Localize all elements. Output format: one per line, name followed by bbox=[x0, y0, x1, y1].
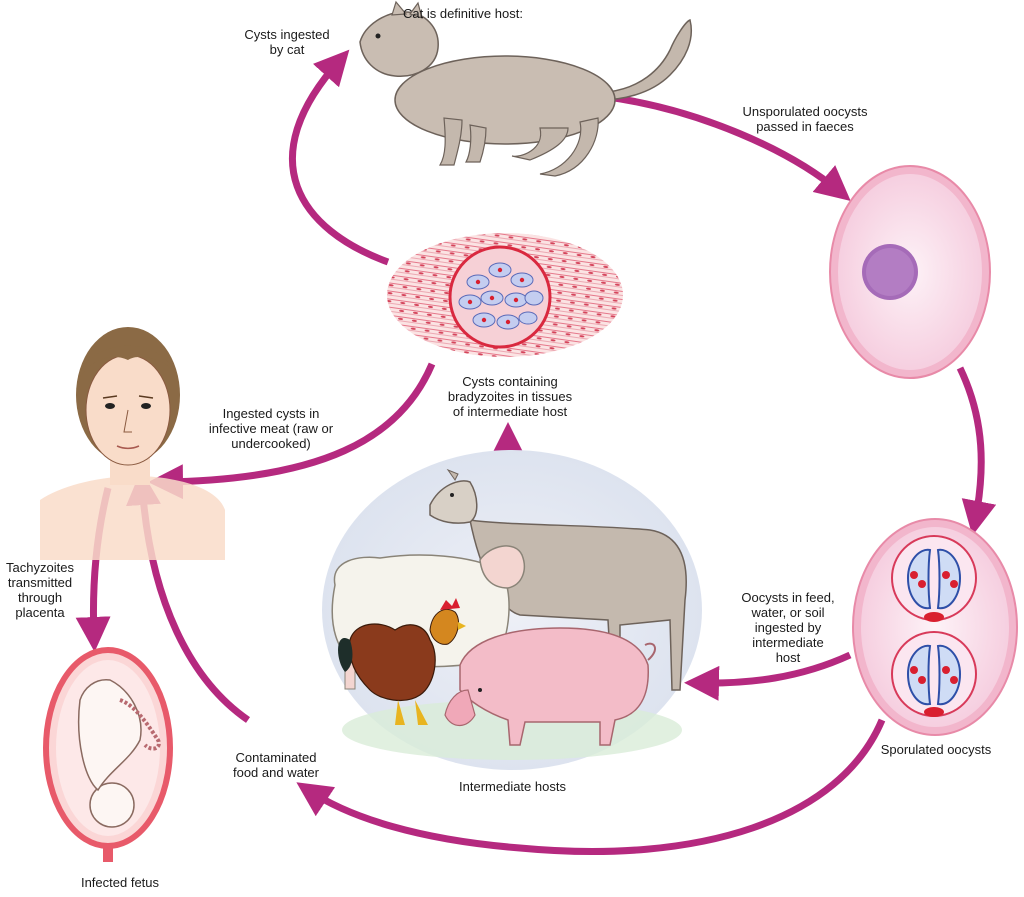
label-line: Cysts ingested bbox=[244, 27, 330, 42]
label-line: Contaminated bbox=[235, 750, 317, 765]
label-cysts-ingested-by-cat: Cysts ingested by cat bbox=[232, 27, 342, 57]
label-cat-definitive-host: Cat is definitive host: bbox=[403, 6, 523, 21]
label-line: Ingested cysts in bbox=[222, 406, 320, 421]
label-line: Oocysts in feed, bbox=[741, 590, 835, 605]
cat-illustration bbox=[359, 0, 692, 177]
label-line: ingested by bbox=[754, 620, 822, 635]
label-sporulated-oocysts: Sporulated oocysts bbox=[880, 742, 992, 757]
label-unsporulated-oocysts: Unsporulated oocysts passed in faeces bbox=[716, 104, 894, 134]
sporulated-oocyst bbox=[852, 518, 1018, 736]
label-line: water, or soil bbox=[751, 605, 825, 620]
label-line: infective meat (raw or bbox=[208, 421, 334, 436]
label-line: Tachyzoites bbox=[6, 560, 74, 575]
arrow-cat-to-oocyst bbox=[607, 93, 851, 202]
label-cysts-bradyzoites: Cysts containing bradyzoites in tissues … bbox=[420, 374, 600, 419]
label-infected-fetus: Infected fetus bbox=[80, 875, 160, 890]
pig bbox=[444, 627, 656, 746]
rooster bbox=[338, 598, 466, 725]
label-line: transmitted bbox=[7, 575, 73, 590]
label-line: host bbox=[775, 650, 801, 665]
label-intermediate-hosts: Intermediate hosts bbox=[459, 779, 566, 794]
intermediate-hosts-illustration bbox=[322, 450, 702, 770]
label-contaminated-food: Contaminated food and water bbox=[216, 750, 336, 780]
label-tachyzoites: Tachyzoites transmitted through placenta bbox=[0, 560, 80, 620]
label-line: through bbox=[17, 590, 63, 605]
label-line: food and water bbox=[232, 765, 319, 780]
label-line: undercooked) bbox=[231, 436, 311, 451]
label-line: by cat bbox=[269, 42, 305, 57]
label-line: of intermediate host bbox=[452, 404, 568, 419]
label-line: passed in faeces bbox=[756, 119, 854, 134]
label-line: bradyzoites in tissues bbox=[447, 389, 573, 404]
unsporulated-oocyst bbox=[829, 165, 991, 379]
infected-fetus-illustration bbox=[43, 647, 173, 862]
arrow-oocyst-to-sporulated bbox=[956, 366, 997, 536]
arrow-cysts-to-human bbox=[148, 362, 436, 500]
tissue-cyst bbox=[387, 233, 623, 357]
label-line: Cysts containing bbox=[462, 374, 558, 389]
label-line: placenta bbox=[15, 605, 65, 620]
label-ingested-cysts-meat: Ingested cysts in infective meat (raw or… bbox=[196, 406, 346, 451]
label-line: Unsporulated oocysts bbox=[742, 104, 868, 119]
arrow-sporulated-to-food bbox=[296, 718, 886, 856]
arrow-cysts-to-cat bbox=[289, 49, 390, 266]
label-line: intermediate bbox=[752, 635, 824, 650]
human-head-illustration bbox=[40, 327, 225, 560]
arrow-sporulated-to-hosts bbox=[684, 651, 852, 701]
label-oocysts-in-feed: Oocysts in feed, water, or soil ingested… bbox=[728, 590, 848, 665]
